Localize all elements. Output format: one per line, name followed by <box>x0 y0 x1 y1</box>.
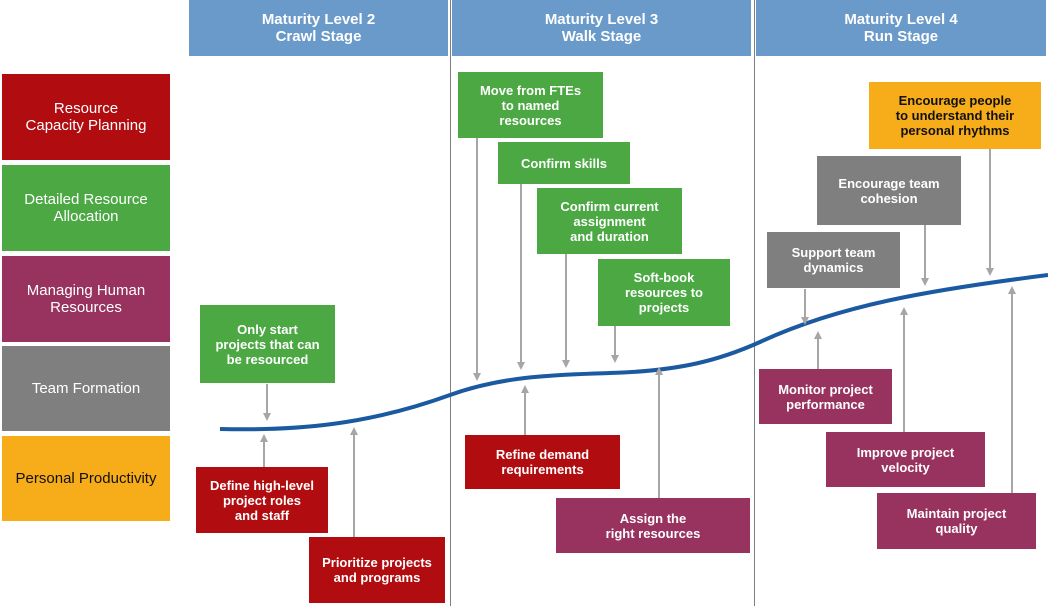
box-text: Improve project <box>856 444 955 460</box>
stage-name: Run Stage <box>863 28 939 45</box>
box-text: Encourage team <box>838 175 940 191</box>
stage-level: Maturity Level 4 <box>844 11 958 28</box>
box-text: Move from FTEs <box>479 82 582 98</box>
box-move-from-ftes: Move from FTEs to named resources <box>458 72 603 138</box>
box-text: dynamics <box>803 260 864 275</box>
box-text: assignment <box>573 213 646 229</box>
box-text: to named <box>501 97 560 113</box>
legend-detailed-resource-allocation: Detailed Resource Allocation <box>2 165 170 251</box>
box-support-dynamics: Support team dynamics <box>767 232 900 288</box>
box-text: Encourage people <box>898 93 1012 108</box>
box-text: Soft-book <box>633 270 695 285</box>
stage-header-level-3: Maturity Level 3 Walk Stage <box>452 0 751 56</box>
box-define-project-roles: Define high-level project roles and staf… <box>196 467 328 533</box>
legend-label: Resource <box>53 100 119 117</box>
box-text: Assign the <box>619 510 687 526</box>
stage-header-level-4: Maturity Level 4 Run Stage <box>756 0 1046 56</box>
box-maintain-quality: Maintain project quality <box>877 493 1036 549</box>
box-text: cohesion <box>860 190 918 206</box>
legend-personal-productivity: Personal Productivity <box>2 436 170 521</box>
box-text: projects <box>638 300 690 315</box>
box-text: project roles <box>222 492 302 508</box>
box-text: Only start <box>237 321 298 337</box>
legend-label: Managing Human <box>26 282 146 299</box>
box-text: be resourced <box>226 351 309 367</box>
box-assign-resources: Assign the right resources <box>556 498 750 553</box>
box-text: resources <box>499 112 562 128</box>
box-text: projects that can <box>215 336 320 352</box>
stage-name: Crawl Stage <box>275 28 362 45</box>
box-text: Confirm current <box>560 198 659 214</box>
legend-resource-capacity-planning: Resource Capacity Planning <box>2 74 170 160</box>
box-text: requirements <box>501 462 584 477</box>
box-encourage-rhythms: Encourage people to understand their per… <box>869 82 1041 149</box>
legend-label: Team Formation <box>31 380 141 397</box>
box-confirm-skills: Confirm skills <box>498 142 630 184</box>
stage-header-level-2: Maturity Level 2 Crawl Stage <box>189 0 448 56</box>
box-text: Monitor project <box>778 381 873 397</box>
box-refine-demand: Refine demand requirements <box>465 435 620 489</box>
box-text: personal rhythms <box>900 123 1010 138</box>
legend-label: Allocation <box>53 208 119 225</box>
box-monitor-performance: Monitor project performance <box>759 369 892 424</box>
box-text: resources to <box>624 285 704 300</box>
box-text: Confirm skills <box>521 155 607 171</box>
box-text: right resources <box>605 525 701 541</box>
legend-label: Resources <box>50 299 122 316</box>
stage-level: Maturity Level 2 <box>261 11 376 28</box>
box-text: Maintain project <box>906 506 1007 521</box>
box-text: and duration <box>570 228 649 244</box>
box-text: Define high-level <box>209 477 315 493</box>
legend-managing-human-resources: Managing Human Resources <box>2 256 170 342</box>
box-encourage-cohesion: Encourage team cohesion <box>817 156 961 225</box>
box-improve-velocity: Improve project velocity <box>826 432 985 487</box>
maturity-curve <box>219 273 1048 432</box>
stage-name: Walk Stage <box>561 28 642 45</box>
legend-label: Capacity Planning <box>25 117 147 134</box>
stage-divider <box>754 0 755 606</box>
legend-team-formation: Team Formation <box>2 346 170 431</box>
box-text: performance <box>786 396 865 412</box>
box-prioritize-projects: Prioritize projects and programs <box>309 537 445 603</box>
box-text: Refine demand <box>495 447 590 462</box>
box-text: to understand their <box>895 108 1015 123</box>
box-text: Prioritize projects <box>322 555 432 570</box>
box-only-start-projects: Only start projects that can be resource… <box>200 305 335 383</box>
box-text: velocity <box>881 459 930 475</box>
box-text: and programs <box>333 570 421 585</box>
box-text: quality <box>935 521 978 536</box>
box-text: and staff <box>234 507 290 523</box>
legend-label: Personal Productivity <box>15 470 157 487</box>
box-text: Support team <box>791 245 876 260</box>
stage-divider <box>450 0 451 606</box>
box-soft-book-resources: Soft-book resources to projects <box>598 259 730 326</box>
box-confirm-assignment: Confirm current assignment and duration <box>537 188 682 254</box>
legend-label: Detailed Resource <box>24 191 148 208</box>
stage-level: Maturity Level 3 <box>544 11 659 28</box>
